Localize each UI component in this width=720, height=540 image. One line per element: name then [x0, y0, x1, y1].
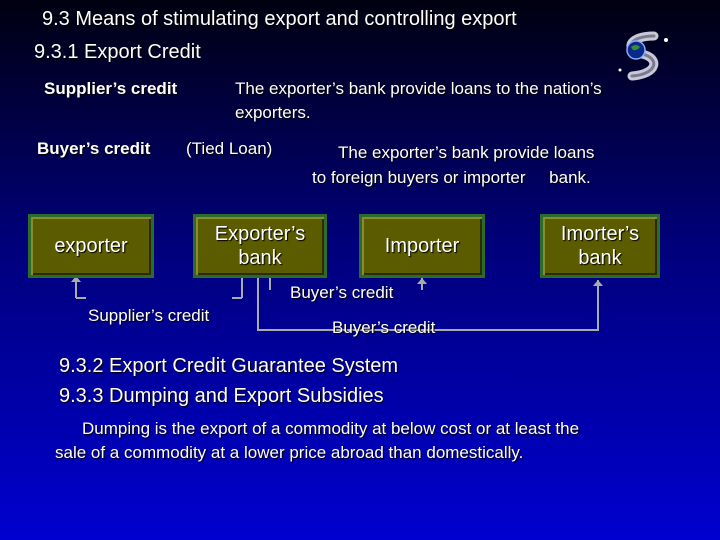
- supplier-credit-label: Supplier’s credit: [44, 79, 178, 98]
- slide-subheading: 9.3.1 Export Credit: [34, 41, 201, 63]
- box-importer: Importer: [359, 214, 485, 278]
- item-9-3-2: 9.3.2 Export Credit Guarantee System: [59, 355, 399, 377]
- box-exporters-bank-line2: bank: [238, 247, 282, 269]
- diagram-buyer-credit-lower-label: Buyer’s credit: [332, 318, 436, 337]
- globe-s-logo-icon: [614, 30, 674, 82]
- buyer-credit-label: Buyer’s credit: [37, 139, 151, 158]
- buyer-credit-lower-connector: [257, 278, 599, 331]
- box-exporter-label: exporter: [54, 235, 128, 257]
- box-exporters-bank: Exporter’s bank: [193, 214, 327, 278]
- buyer-credit-lower-arrowhead: [593, 280, 603, 286]
- diagram-supplier-credit-label: Supplier’s credit: [88, 306, 210, 325]
- buyer-credit-desc-line2: to foreign buyers or importer bank.: [312, 168, 591, 187]
- box-importer-label: Importer: [384, 235, 460, 257]
- supplier-credit-arrowhead: [71, 276, 81, 282]
- box-exporter: exporter: [28, 214, 154, 278]
- buyer-credit-tied-loan: (Tied Loan): [186, 139, 273, 158]
- box-importers-bank-line1: Imorter’s: [560, 223, 640, 245]
- diagram-buyer-credit-upper-label: Buyer’s credit: [290, 283, 394, 302]
- buyer-credit-desc-line1: The exporter’s bank provide loans: [338, 143, 595, 162]
- box-exporters-bank-line1: Exporter’s: [214, 223, 306, 245]
- supplier-credit-desc-line2: exporters.: [235, 103, 311, 122]
- dumping-definition-line1: Dumping is the export of a commodity at …: [82, 419, 580, 438]
- buyer-credit-upper-arrowhead: [417, 278, 427, 284]
- box-importers-bank-line2: bank: [578, 247, 622, 269]
- dumping-definition-line2: sale of a commodity at a lower price abr…: [55, 443, 524, 462]
- item-9-3-3: 9.3.3 Dumping and Export Subsidies: [59, 385, 384, 407]
- supplier-credit-desc-line1: The exporter’s bank provide loans to the…: [235, 79, 602, 98]
- box-importers-bank: Imorter’s bank: [540, 214, 660, 278]
- slide-heading: 9.3 Means of stimulating export and cont…: [42, 8, 517, 30]
